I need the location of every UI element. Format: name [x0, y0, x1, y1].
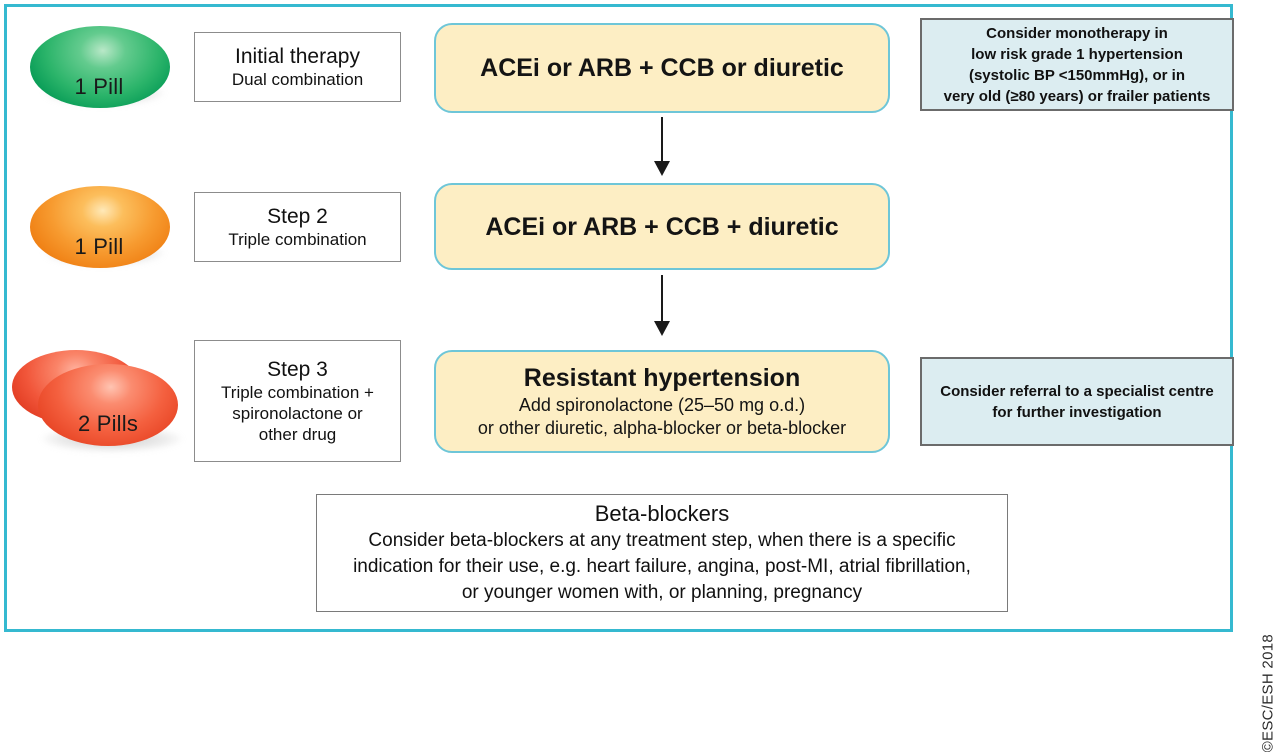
beta-blockers-title: Beta-blockers: [594, 501, 730, 526]
treatment-line: Add spironolactone (25–50 mg o.d.): [518, 395, 806, 415]
beta-blockers-box: Beta-blockers Consider beta-blockers at …: [316, 494, 1008, 612]
step-box-row1: Initial therapy Dual combination: [194, 32, 401, 102]
treatment-box-resistant-hypertension: Resistant hypertension Add spironolacton…: [434, 350, 890, 453]
step-box-row3: Step 3 Triple combination + spironolacto…: [194, 340, 401, 462]
pill-label-row1: 1 Pill: [74, 74, 124, 99]
step-subtitle-line: Triple combination +: [221, 383, 374, 402]
note-line: very old (≥80 years) or frailer patients: [943, 87, 1211, 105]
treatment-heading-row3: Resistant hypertension: [523, 364, 801, 392]
diagram-canvas: 1 Pill Initial therapy Dual combination …: [4, 4, 1276, 752]
beta-blockers-line: or younger women with, or planning, preg…: [461, 582, 863, 603]
pill-orange-icon: [30, 186, 170, 268]
pill-graphic-row3: 2 Pills: [8, 348, 198, 452]
step-subtitle-row2: Triple combination: [228, 230, 367, 249]
beta-blockers-line: indication for their use, e.g. heart fai…: [353, 556, 971, 577]
treatment-text-row2: ACEi or ARB + CCB + diuretic: [485, 212, 839, 241]
step-box-row2: Step 2 Triple combination: [194, 192, 401, 262]
pill-green-icon: [30, 26, 170, 108]
note-box-specialist-referral: Consider referral to a specialist centre…: [920, 357, 1234, 446]
copyright-notice: ©ESC/ESH 2018: [1259, 634, 1276, 752]
pill-label-row2: 1 Pill: [74, 234, 124, 259]
treatment-box-initial-therapy: ACEi or ARB + CCB or diuretic: [434, 23, 890, 113]
pill-graphic-row1: 1 Pill: [14, 18, 184, 118]
note-box-monotherapy: Consider monotherapy in low risk grade 1…: [920, 18, 1234, 111]
arrow-down-step1-to-step2: [650, 117, 674, 177]
step-title-row3: Step 3: [267, 358, 328, 381]
arrow-down-step2-to-step3: [650, 275, 674, 337]
treatment-text-row1: ACEi or ARB + CCB or diuretic: [480, 54, 844, 82]
treatment-line: or other diuretic, alpha-blocker or beta…: [477, 418, 847, 438]
pill-graphic-row2: 1 Pill: [14, 178, 184, 278]
note-line: low risk grade 1 hypertension: [971, 45, 1183, 63]
pill-label-row3: 2 Pills: [77, 411, 139, 436]
note-line: Consider monotherapy in: [986, 24, 1168, 42]
pill-red-front-icon: [38, 364, 178, 446]
note-line: for further investigation: [992, 403, 1162, 421]
treatment-box-step2: ACEi or ARB + CCB + diuretic: [434, 183, 890, 270]
note-line: (systolic BP <150mmHg), or in: [968, 66, 1186, 84]
step-title-row2: Step 2: [267, 205, 328, 228]
step-subtitle-row1: Dual combination: [231, 70, 364, 89]
step-title-row1: Initial therapy: [235, 45, 360, 68]
note-line: Consider referral to a specialist centre: [940, 382, 1214, 400]
step-subtitle-line: other drug: [258, 425, 337, 444]
step-subtitle-line: spironolactone or: [232, 404, 363, 423]
beta-blockers-line: Consider beta-blockers at any treatment …: [368, 530, 956, 551]
